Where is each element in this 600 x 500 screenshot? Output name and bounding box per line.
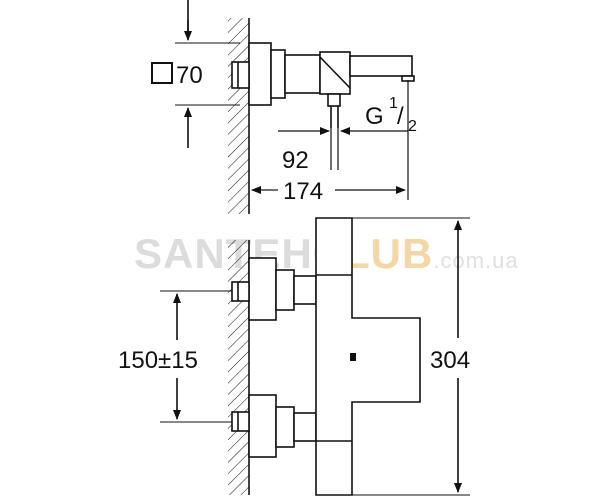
lower-inlet-fitting	[231, 411, 250, 432]
lower-wall-plate	[248, 394, 277, 458]
square-size-label: 70	[176, 62, 203, 89]
lower-connector	[293, 412, 317, 442]
outlet-stem-top	[327, 93, 341, 107]
thread-main: G	[365, 103, 384, 130]
dim-92-lines	[278, 80, 409, 200]
total-depth-label: 174	[283, 178, 323, 205]
spout-offset-label: 92	[282, 147, 309, 174]
upper-connector	[293, 275, 317, 305]
total-height-label: 304	[430, 347, 470, 374]
wall-hatch-front	[228, 240, 249, 495]
thread-label: G	[365, 103, 384, 130]
indicator-dot	[350, 353, 356, 361]
inlet-fitting-top	[231, 61, 250, 89]
thread-sup: 1	[389, 95, 398, 112]
square-outline-icon	[151, 62, 173, 84]
thread-sub: 2	[408, 118, 417, 135]
lower-escutcheon	[275, 406, 295, 448]
upper-inlet-fitting	[231, 281, 250, 302]
wall-plate-top	[248, 42, 272, 106]
mixer-body-front	[315, 217, 421, 496]
spout-arm-top	[349, 55, 413, 77]
top-view	[151, 0, 415, 214]
wall-hatch-top	[228, 18, 249, 214]
upper-wall-plate	[248, 257, 277, 321]
upper-escutcheon	[275, 269, 295, 311]
thread-slash: /	[397, 103, 404, 130]
watermark-brand-1: SANTEH	[134, 230, 313, 277]
front-view	[160, 217, 470, 496]
inlet-spacing-label: 150±15	[118, 347, 198, 374]
escutcheon-top	[270, 49, 286, 99]
mixer-body-top	[284, 54, 321, 94]
watermark-domain: .com.ua	[433, 248, 518, 273]
